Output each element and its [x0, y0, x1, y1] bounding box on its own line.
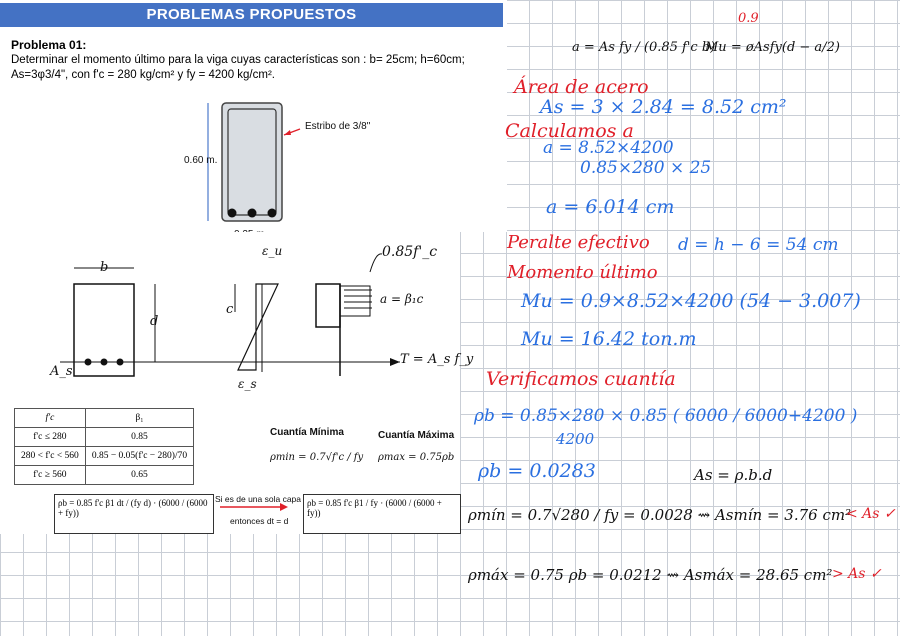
- beta-row1-val: 0.85: [84, 427, 195, 447]
- peralte-title: Peralte efectivo: [507, 232, 650, 253]
- beta-row1-cond: f'c ≤ 280: [14, 427, 86, 447]
- stress-diagram-panel: b d c ε_u ε_s A_s 0.85f'_c a = β₁c T = A…: [0, 232, 473, 404]
- rho-max-compare: > As ✓: [832, 566, 882, 582]
- beta-row3-val: 0.65: [84, 465, 195, 485]
- verificamos-title: Verificamos cuantía: [486, 368, 676, 390]
- b-label: b: [100, 260, 109, 275]
- as-equation: As = ρ.b.d: [694, 466, 773, 484]
- single-layer-note2: entonces dt = d: [230, 516, 289, 526]
- banner-title: PROBLEMAS PROPUESTOS: [0, 3, 503, 27]
- a-formula: a = As fy / (0.85 f'c b): [572, 40, 716, 55]
- rho-b-den: 4200: [556, 430, 595, 448]
- rho-b-result: ρb = 0.0283: [478, 460, 596, 482]
- problem-text: Determinar el momento último para la vig…: [11, 54, 465, 81]
- as-label: A_s: [50, 364, 73, 379]
- t-force-label: T = A_s f_y: [400, 352, 474, 367]
- rho-min-formula: ρmin = 0.7√f'c / fy: [270, 452, 364, 463]
- mu-calc: Mu = 0.9×8.52×4200 (54 − 3.007): [521, 290, 861, 312]
- beta-row2-cond: 280 < f'c < 560: [14, 446, 86, 466]
- beta-row2-val: 0.85 − 0.05(f'c − 280)/70: [84, 446, 195, 466]
- beta-header-b1: β₁: [84, 408, 195, 428]
- rho-b-calc: ρb = 0.85×280 × 0.85 ( 6000 / 6000+4200 …: [474, 406, 858, 426]
- problem-panel: PROBLEMAS PROPUESTOS Problema 01: Determ…: [0, 0, 507, 240]
- eps-u-label: ε_u: [262, 244, 283, 258]
- calc-title: Calculamos a: [505, 120, 634, 142]
- area-title: Área de acero: [514, 76, 649, 98]
- rho-min-compare: < As ✓: [846, 506, 896, 522]
- momento-title: Momento último: [507, 262, 658, 283]
- mu-formula: Mu = øAsfy(d − a/2): [705, 40, 840, 55]
- beta-row3-cond: f'c ≥ 560: [14, 465, 86, 485]
- c-label: c: [226, 302, 234, 317]
- rho-b-formula-right: ρb = 0.85 f'c β1 / fy · (6000 / (6000 + …: [303, 494, 461, 534]
- a-denominator: 0.85×280 × 25: [580, 158, 712, 178]
- stirrup-label: Estribo de 3/8": [305, 121, 371, 132]
- phi-note: 0.9: [738, 11, 759, 26]
- rho-b-formula-left: ρb = 0.85 f'c β1 dt / (fy d) · (6000 / (…: [54, 494, 214, 534]
- rebar-3: [267, 208, 277, 218]
- mu-result: Mu = 16.42 ton.m: [521, 328, 697, 350]
- peralte-calc: d = h − 6 = 54 cm: [678, 235, 839, 255]
- eps-s-label: ε_s: [238, 377, 257, 391]
- cuantia-max-title: Cuantía Máxima: [378, 430, 455, 441]
- beam-section-figure: [207, 102, 301, 234]
- rebar-2: [247, 208, 257, 218]
- cuantia-min-title: Cuantía Mínima: [270, 427, 344, 438]
- rho-min-calc: ρmín = 0.7√280 / fy = 0.0028 ⇝ Asmín = 3…: [468, 506, 852, 524]
- d-label: d: [150, 314, 159, 329]
- a-beta-label: a = β₁c: [380, 292, 424, 306]
- a-result: a = 6.014 cm: [546, 196, 675, 218]
- arrow-icon: [220, 503, 288, 511]
- height-label: 0.60 m.: [184, 155, 218, 166]
- beta-header-fc: f'c: [14, 408, 86, 428]
- a-numerator: a = 8.52×4200: [543, 138, 674, 158]
- single-layer-note: Si es de una sola capa: [215, 494, 302, 504]
- problem-title: Problema 01:: [11, 38, 87, 52]
- rho-max-formula: ρmax = 0.75ρb: [378, 452, 455, 463]
- as-calc: As = 3 × 2.84 = 8.52 cm²: [540, 96, 787, 118]
- force-label: 0.85f'_c: [382, 244, 438, 260]
- rebar-1: [227, 208, 237, 218]
- stress-diagram: [60, 253, 400, 377]
- rho-max-calc: ρmáx = 0.75 ρb = 0.0212 ⇝ Asmáx = 28.65 …: [468, 566, 833, 584]
